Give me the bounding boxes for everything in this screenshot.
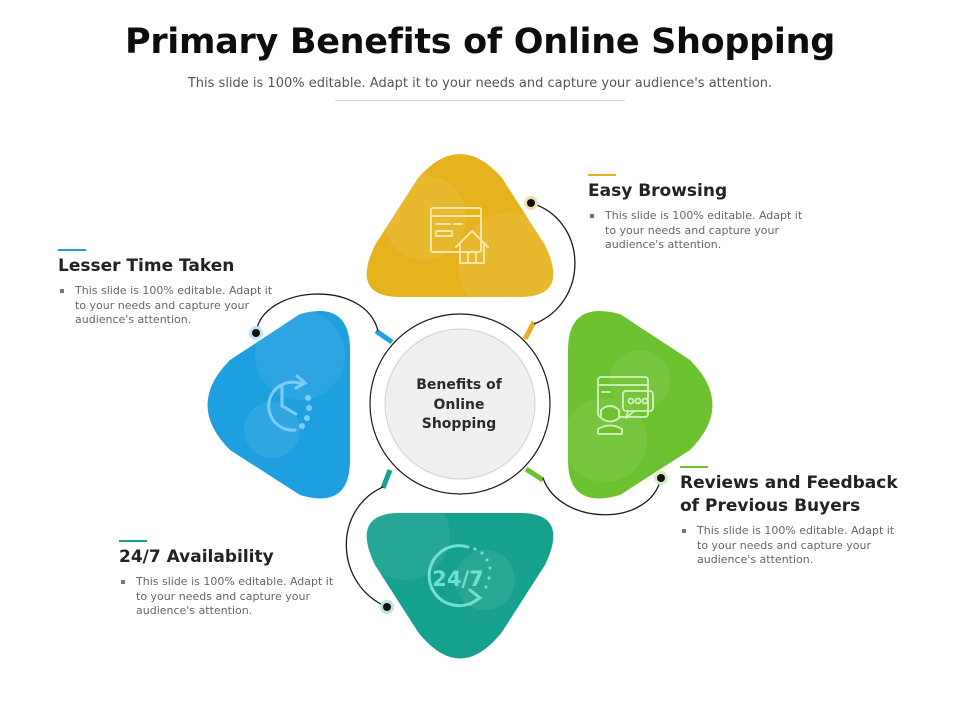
- benefit-description: This slide is 100% editable. Adapt it to…: [60, 284, 285, 328]
- benefit-reviews-feedback: Reviews and Feedback of Previous Buyers …: [680, 466, 910, 568]
- benefit-easy-browsing: Easy Browsing This slide is 100% editabl…: [588, 174, 818, 253]
- benefit-lesser-time: Lesser Time Taken This slide is 100% edi…: [58, 249, 288, 328]
- clock-refresh-icon: [267, 374, 312, 432]
- center-disc: [384, 328, 536, 480]
- connector-dots: [249, 196, 668, 614]
- benefit-availability: 24/7 Availability This slide is 100% edi…: [119, 540, 349, 619]
- lesser-time-shape: [207, 310, 350, 499]
- svg-text:24/7: 24/7: [432, 567, 484, 591]
- title-divider: [335, 100, 625, 101]
- availability-shape: 24/7: [366, 513, 554, 659]
- user-chat-review-icon: [597, 376, 654, 435]
- 24-7-icon: 24/7: [427, 544, 492, 608]
- benefit-title: Easy Browsing: [588, 181, 728, 201]
- page-title: Primary Benefits of Online Shopping: [124, 22, 835, 62]
- reviews-feedback-shape: [568, 310, 713, 499]
- benefit-description: This slide is 100% editable. Adapt it to…: [121, 575, 346, 619]
- benefit-title: 24/7 Availability: [119, 547, 274, 567]
- benefit-title: Reviews and Feedback of Previous Buyers: [680, 473, 898, 516]
- benefit-title: Lesser Time Taken: [58, 256, 235, 276]
- title-accent: [58, 249, 86, 251]
- browser-home-icon: [430, 207, 489, 264]
- page-subtitle: This slide is 100% editable. Adapt it to…: [187, 76, 773, 91]
- benefit-description: This slide is 100% editable. Adapt it to…: [682, 524, 907, 568]
- benefit-description: This slide is 100% editable. Adapt it to…: [590, 209, 815, 253]
- title-accent: [588, 174, 616, 176]
- title-accent: [680, 466, 708, 468]
- easy-browsing-shape: [366, 154, 554, 297]
- center-label: Benefits of Online Shopping: [416, 377, 502, 432]
- title-accent: [119, 540, 147, 542]
